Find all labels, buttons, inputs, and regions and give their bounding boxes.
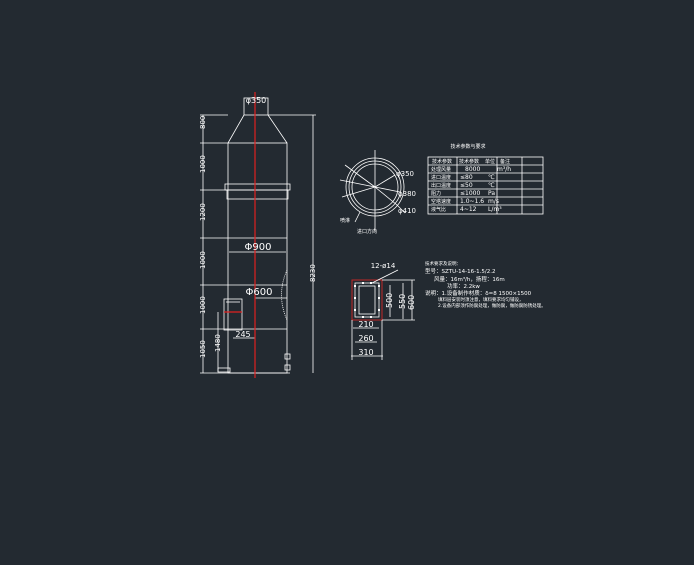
table-cell: ℃ xyxy=(488,182,495,189)
technical-notes: 技术要求及说明： 型号：SZTU-14-16-1.5/2.2 风量：16m³/h… xyxy=(425,260,546,309)
note-line: 功率：2.2kw xyxy=(447,282,480,290)
table-cell: 出口温度 xyxy=(431,182,451,189)
table-cell: 液气比 xyxy=(431,206,446,213)
dim-260: 260 xyxy=(358,334,373,343)
table-header: 技术参数 xyxy=(432,158,452,165)
dim-seg-3: 1200 xyxy=(199,203,207,221)
table-cell: Pa xyxy=(488,190,495,197)
tower-plan-view: φ350 φ380 φ410 喷淋 进口方向 xyxy=(339,150,416,235)
dim-600: 600 xyxy=(407,295,416,310)
table-title: 技术参数与要求 xyxy=(450,143,485,150)
table-cell: L/m³ xyxy=(488,206,502,213)
note-line: 填料层安装时须注意，填料要求均匀铺设， xyxy=(438,296,524,303)
dim-310: 310 xyxy=(358,348,373,357)
note-line: 2.设备内部须作防腐处理，做防腐，做防腐防锈处理。 xyxy=(438,302,546,309)
table-cell: 进口温度 xyxy=(431,174,451,181)
foundation-holes: 12-ø14 xyxy=(371,262,396,270)
note-line: 型号：SZTU-14-16-1.5/2.2 xyxy=(425,267,495,275)
plan-label-bottom: 进口方向 xyxy=(357,228,377,235)
dim-diameter-900: Φ900 xyxy=(245,242,272,253)
table-cell: 空塔速度 xyxy=(431,198,451,205)
table-cell: m³/h xyxy=(497,166,511,173)
table-cell: m/s xyxy=(488,198,499,205)
table-header: 技术参数 xyxy=(459,158,479,165)
table-cell: 4~12 xyxy=(460,206,477,213)
dim-seg-6: 1050 xyxy=(199,340,207,358)
dim-210: 210 xyxy=(358,320,373,329)
table-header: 单位 xyxy=(485,158,495,165)
tower-elevation: φ350 800 1000 1200 1000 1000 1050 1480 8… xyxy=(199,92,317,378)
table-cell: 8000 xyxy=(465,166,480,173)
dim-inlet-width: 245 xyxy=(235,330,250,339)
foundation-plate: 12-ø14 500 550 600 210 260 310 xyxy=(351,262,416,360)
dim-diameter-600: Φ600 xyxy=(246,287,273,298)
table-cell: 阻力 xyxy=(431,190,441,197)
table-cell: 处理风量 xyxy=(431,166,451,173)
table-cell: ℃ xyxy=(488,174,495,181)
plan-dim-350: φ350 xyxy=(396,170,414,178)
table-cell: ≤1000 xyxy=(460,190,480,197)
plan-dim-410: φ410 xyxy=(398,207,416,215)
table-cell: ≤50 xyxy=(460,182,473,189)
dim-500: 500 xyxy=(385,293,394,308)
plan-dim-380: φ380 xyxy=(398,190,416,198)
dim-seg-2: 1000 xyxy=(199,155,207,173)
dim-inlet-height: 1480 xyxy=(214,334,222,352)
plan-label-left: 喷淋 xyxy=(340,217,350,224)
dim-top-outlet: φ350 xyxy=(246,96,267,105)
note-line: 说明：1.设备制作材质：δ=8 1500×1500 xyxy=(425,289,532,297)
dim-seg-5: 1000 xyxy=(199,296,207,314)
table-cell: 1.0~1.6 xyxy=(460,198,484,205)
dim-seg-4: 1000 xyxy=(199,251,207,269)
dim-seg-1: 800 xyxy=(199,116,207,129)
parameter-table: 技术参数与要求 技术参数 技术参数 单位 备注 处理风量 8000 m³/h 进口温… xyxy=(427,143,544,215)
table-cell: ≤80 xyxy=(460,174,473,181)
dim-total-height: 8230 xyxy=(309,264,317,282)
dim-550: 550 xyxy=(398,294,407,309)
note-line: 技术要求及说明： xyxy=(425,260,461,267)
note-line: 风量：16m³/h，扬程：16m xyxy=(434,275,505,283)
table-header: 备注 xyxy=(500,158,510,165)
